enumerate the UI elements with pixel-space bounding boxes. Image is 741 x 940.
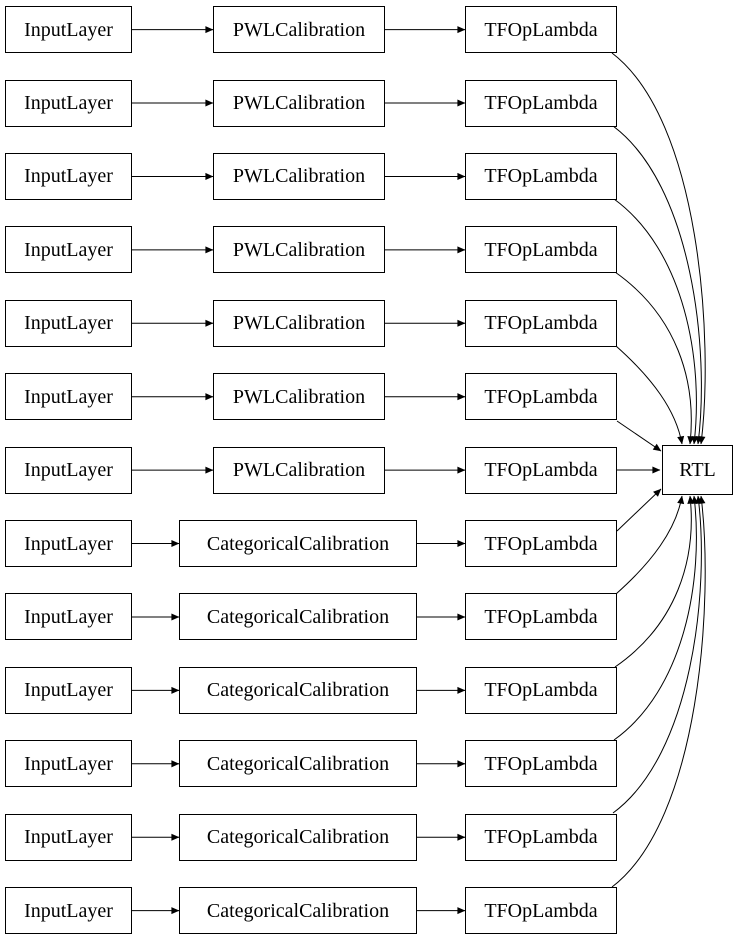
row-4-calibration-node: PWLCalibration — [213, 226, 385, 274]
edge-row-3-op-to-rtl — [613, 198, 699, 445]
row-12-tfoplambda-node: TFOpLambda — [465, 813, 617, 861]
edge-row-8-op-to-rtl — [616, 488, 662, 532]
row-1-input-layer-node: InputLayer — [5, 6, 132, 54]
row-10-tfoplambda-node: TFOpLambda — [465, 666, 617, 714]
row-11-input-layer-node: InputLayer — [5, 740, 132, 788]
row-7-tfoplambda-node: TFOpLambda — [465, 446, 617, 494]
edge-row-9-op-to-rtl — [615, 495, 685, 595]
edge-row-1-op-to-rtl — [611, 52, 706, 445]
row-9-calibration-node: CategoricalCalibration — [179, 593, 417, 641]
row-4-input-layer-node: InputLayer — [5, 226, 132, 274]
row-8-input-layer-node: InputLayer — [5, 520, 132, 568]
row-10-input-layer-node: InputLayer — [5, 666, 132, 714]
edge-row-6-op-to-rtl — [616, 420, 662, 452]
rtl-node: RTL — [662, 445, 733, 495]
row-13-tfoplambda-node: TFOpLambda — [465, 887, 617, 935]
row-11-tfoplambda-node: TFOpLambda — [465, 740, 617, 788]
row-3-tfoplambda-node: TFOpLambda — [465, 152, 617, 200]
row-8-calibration-node: CategoricalCalibration — [179, 520, 417, 568]
row-6-input-layer-node: InputLayer — [5, 373, 132, 421]
row-12-calibration-node: CategoricalCalibration — [179, 813, 417, 861]
row-7-calibration-node: PWLCalibration — [213, 446, 385, 494]
row-3-calibration-node: PWLCalibration — [213, 152, 385, 200]
row-5-calibration-node: PWLCalibration — [213, 299, 385, 347]
row-9-input-layer-node: InputLayer — [5, 593, 132, 641]
row-5-input-layer-node: InputLayer — [5, 299, 132, 347]
row-11-calibration-node: CategoricalCalibration — [179, 740, 417, 788]
edge-row-11-op-to-rtl — [613, 495, 699, 741]
edge-row-4-op-to-rtl — [614, 271, 695, 445]
row-13-input-layer-node: InputLayer — [5, 887, 132, 935]
row-7-input-layer-node: InputLayer — [5, 446, 132, 494]
row-4-tfoplambda-node: TFOpLambda — [465, 226, 617, 274]
edge-row-10-op-to-rtl — [614, 495, 695, 668]
row-3-input-layer-node: InputLayer — [5, 152, 132, 200]
edge-row-13-op-to-rtl — [611, 495, 706, 888]
row-5-tfoplambda-node: TFOpLambda — [465, 299, 617, 347]
row-10-calibration-node: CategoricalCalibration — [179, 666, 417, 714]
row-2-tfoplambda-node: TFOpLambda — [465, 79, 617, 127]
row-9-tfoplambda-node: TFOpLambda — [465, 593, 617, 641]
row-2-input-layer-node: InputLayer — [5, 79, 132, 127]
row-2-calibration-node: PWLCalibration — [213, 79, 385, 127]
row-1-tfoplambda-node: TFOpLambda — [465, 6, 617, 54]
row-6-calibration-node: PWLCalibration — [213, 373, 385, 421]
edge-row-5-op-to-rtl — [615, 345, 685, 445]
row-13-calibration-node: CategoricalCalibration — [179, 887, 417, 935]
row-1-calibration-node: PWLCalibration — [213, 6, 385, 54]
edge-row-12-op-to-rtl — [612, 495, 703, 814]
row-12-input-layer-node: InputLayer — [5, 813, 132, 861]
edge-row-2-op-to-rtl — [612, 125, 703, 445]
row-8-tfoplambda-node: TFOpLambda — [465, 520, 617, 568]
row-6-tfoplambda-node: TFOpLambda — [465, 373, 617, 421]
